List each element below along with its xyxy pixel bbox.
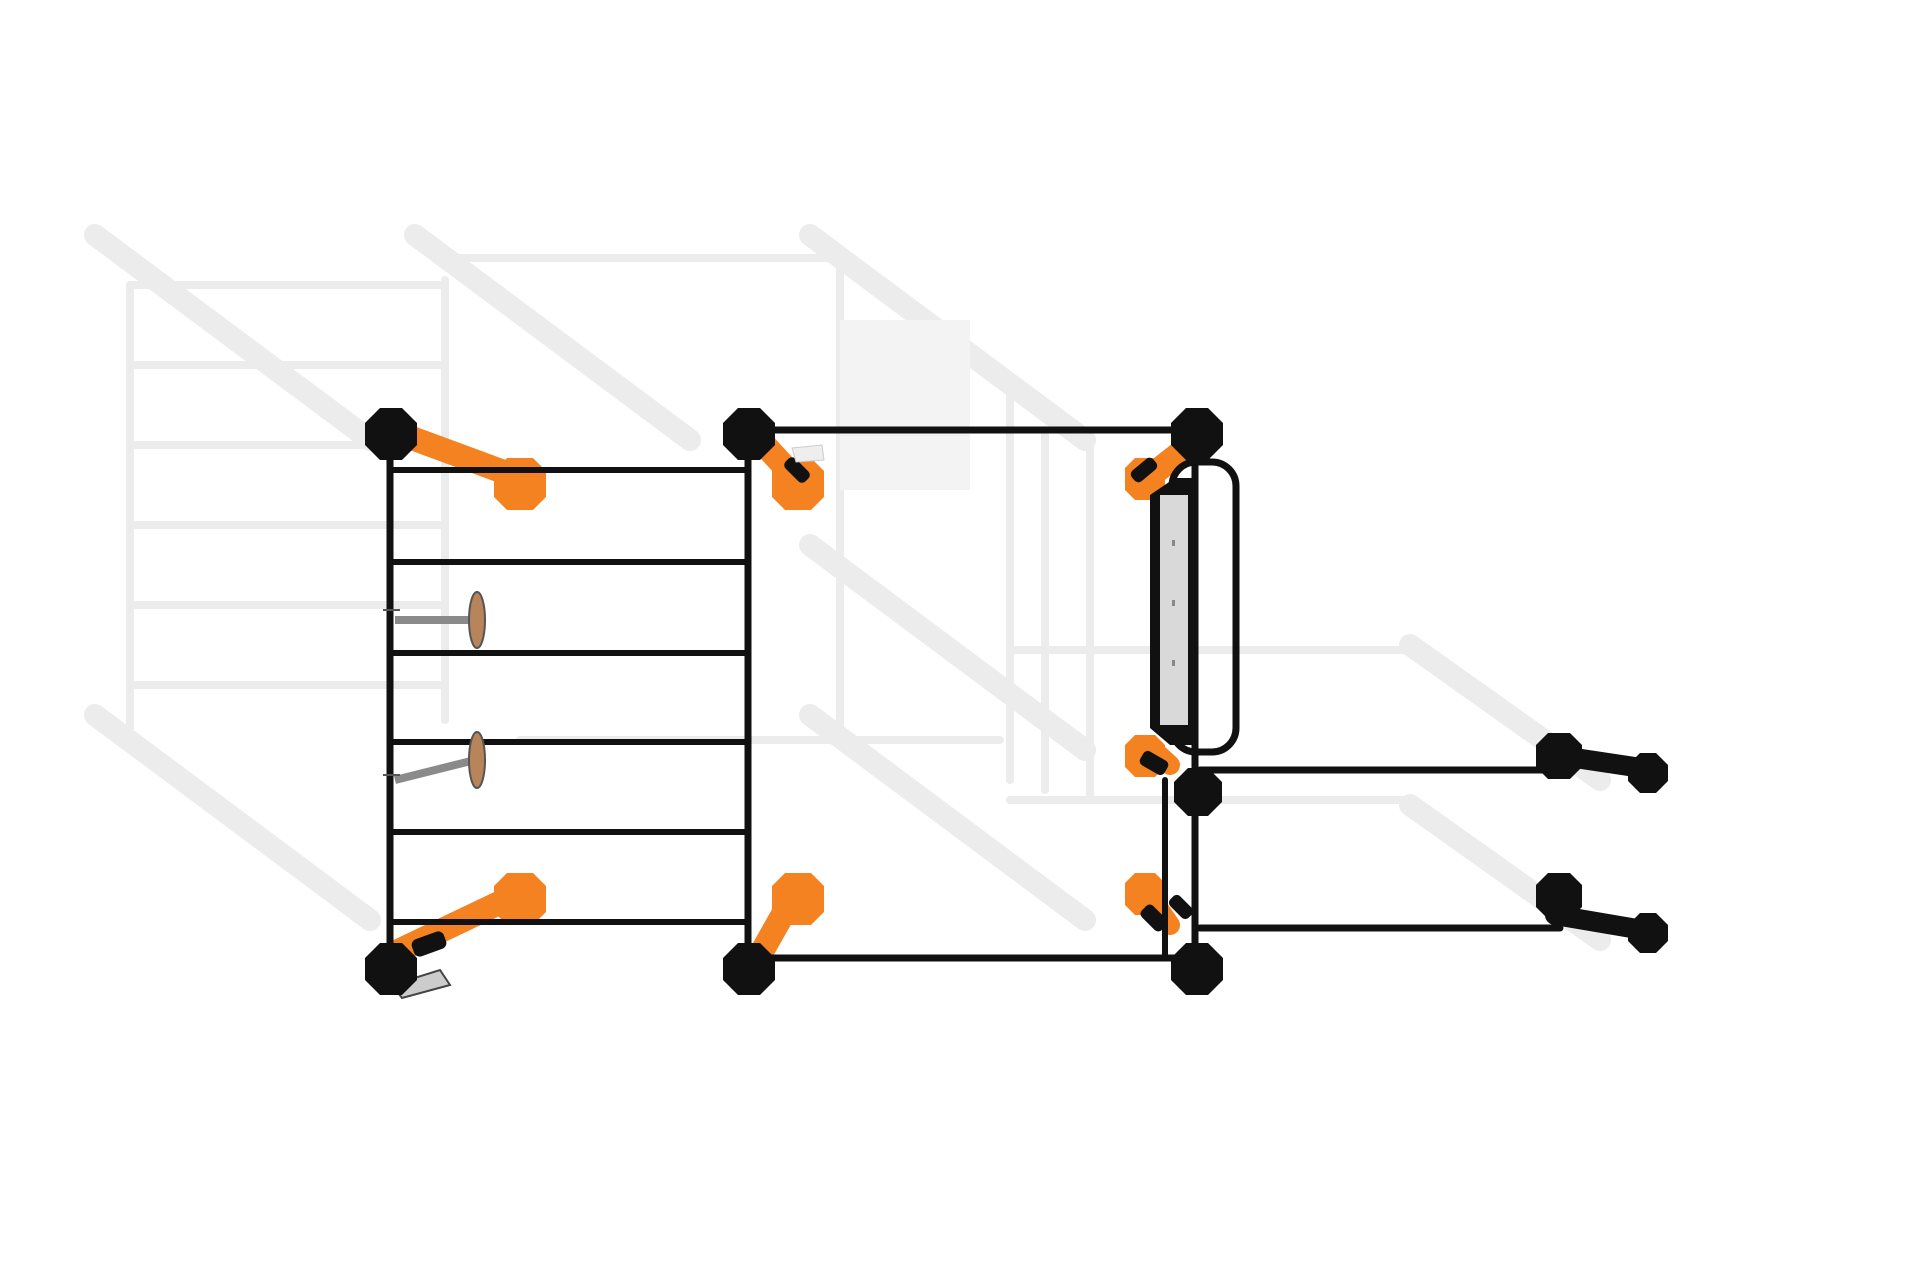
brace-collar	[1130, 457, 1158, 483]
panel-bolt	[1172, 660, 1175, 666]
brace-collar	[1168, 894, 1194, 920]
pedal-arm	[394, 756, 476, 784]
bar-mount-plate	[1536, 733, 1582, 779]
panel-bolt	[1172, 540, 1175, 546]
bar-end-cap	[1628, 753, 1668, 793]
base-plate	[772, 873, 824, 925]
post-cap	[723, 408, 775, 460]
top-bracket	[791, 444, 825, 463]
ground-shadow	[84, 224, 1611, 951]
post-cap	[365, 408, 417, 460]
bar-mount-plate	[1536, 873, 1582, 919]
post-caps	[365, 408, 1668, 995]
pedal-disc	[468, 591, 486, 649]
base-plate	[772, 458, 824, 510]
base-plate	[494, 458, 546, 510]
bar-end-cap	[1628, 913, 1668, 953]
panel-bolt	[1172, 600, 1175, 606]
brace-collars	[411, 457, 1194, 957]
brace-collar	[411, 931, 447, 957]
brace-collar	[1140, 904, 1168, 932]
post-cap	[365, 943, 417, 995]
pedal-disc	[468, 731, 486, 789]
base-plates	[494, 458, 1165, 925]
panel-face	[1160, 495, 1188, 725]
base-plate	[1125, 873, 1165, 915]
step-pedals	[383, 591, 486, 789]
post-cap	[1171, 943, 1223, 995]
base-plate	[494, 873, 546, 925]
sign-panel	[1150, 478, 1195, 745]
post-cap	[1174, 768, 1222, 816]
brace-collar	[1139, 750, 1169, 776]
post-cap	[1171, 408, 1223, 460]
post-cap	[723, 943, 775, 995]
ladder-rungs	[387, 467, 751, 925]
brace-collar	[784, 457, 810, 483]
